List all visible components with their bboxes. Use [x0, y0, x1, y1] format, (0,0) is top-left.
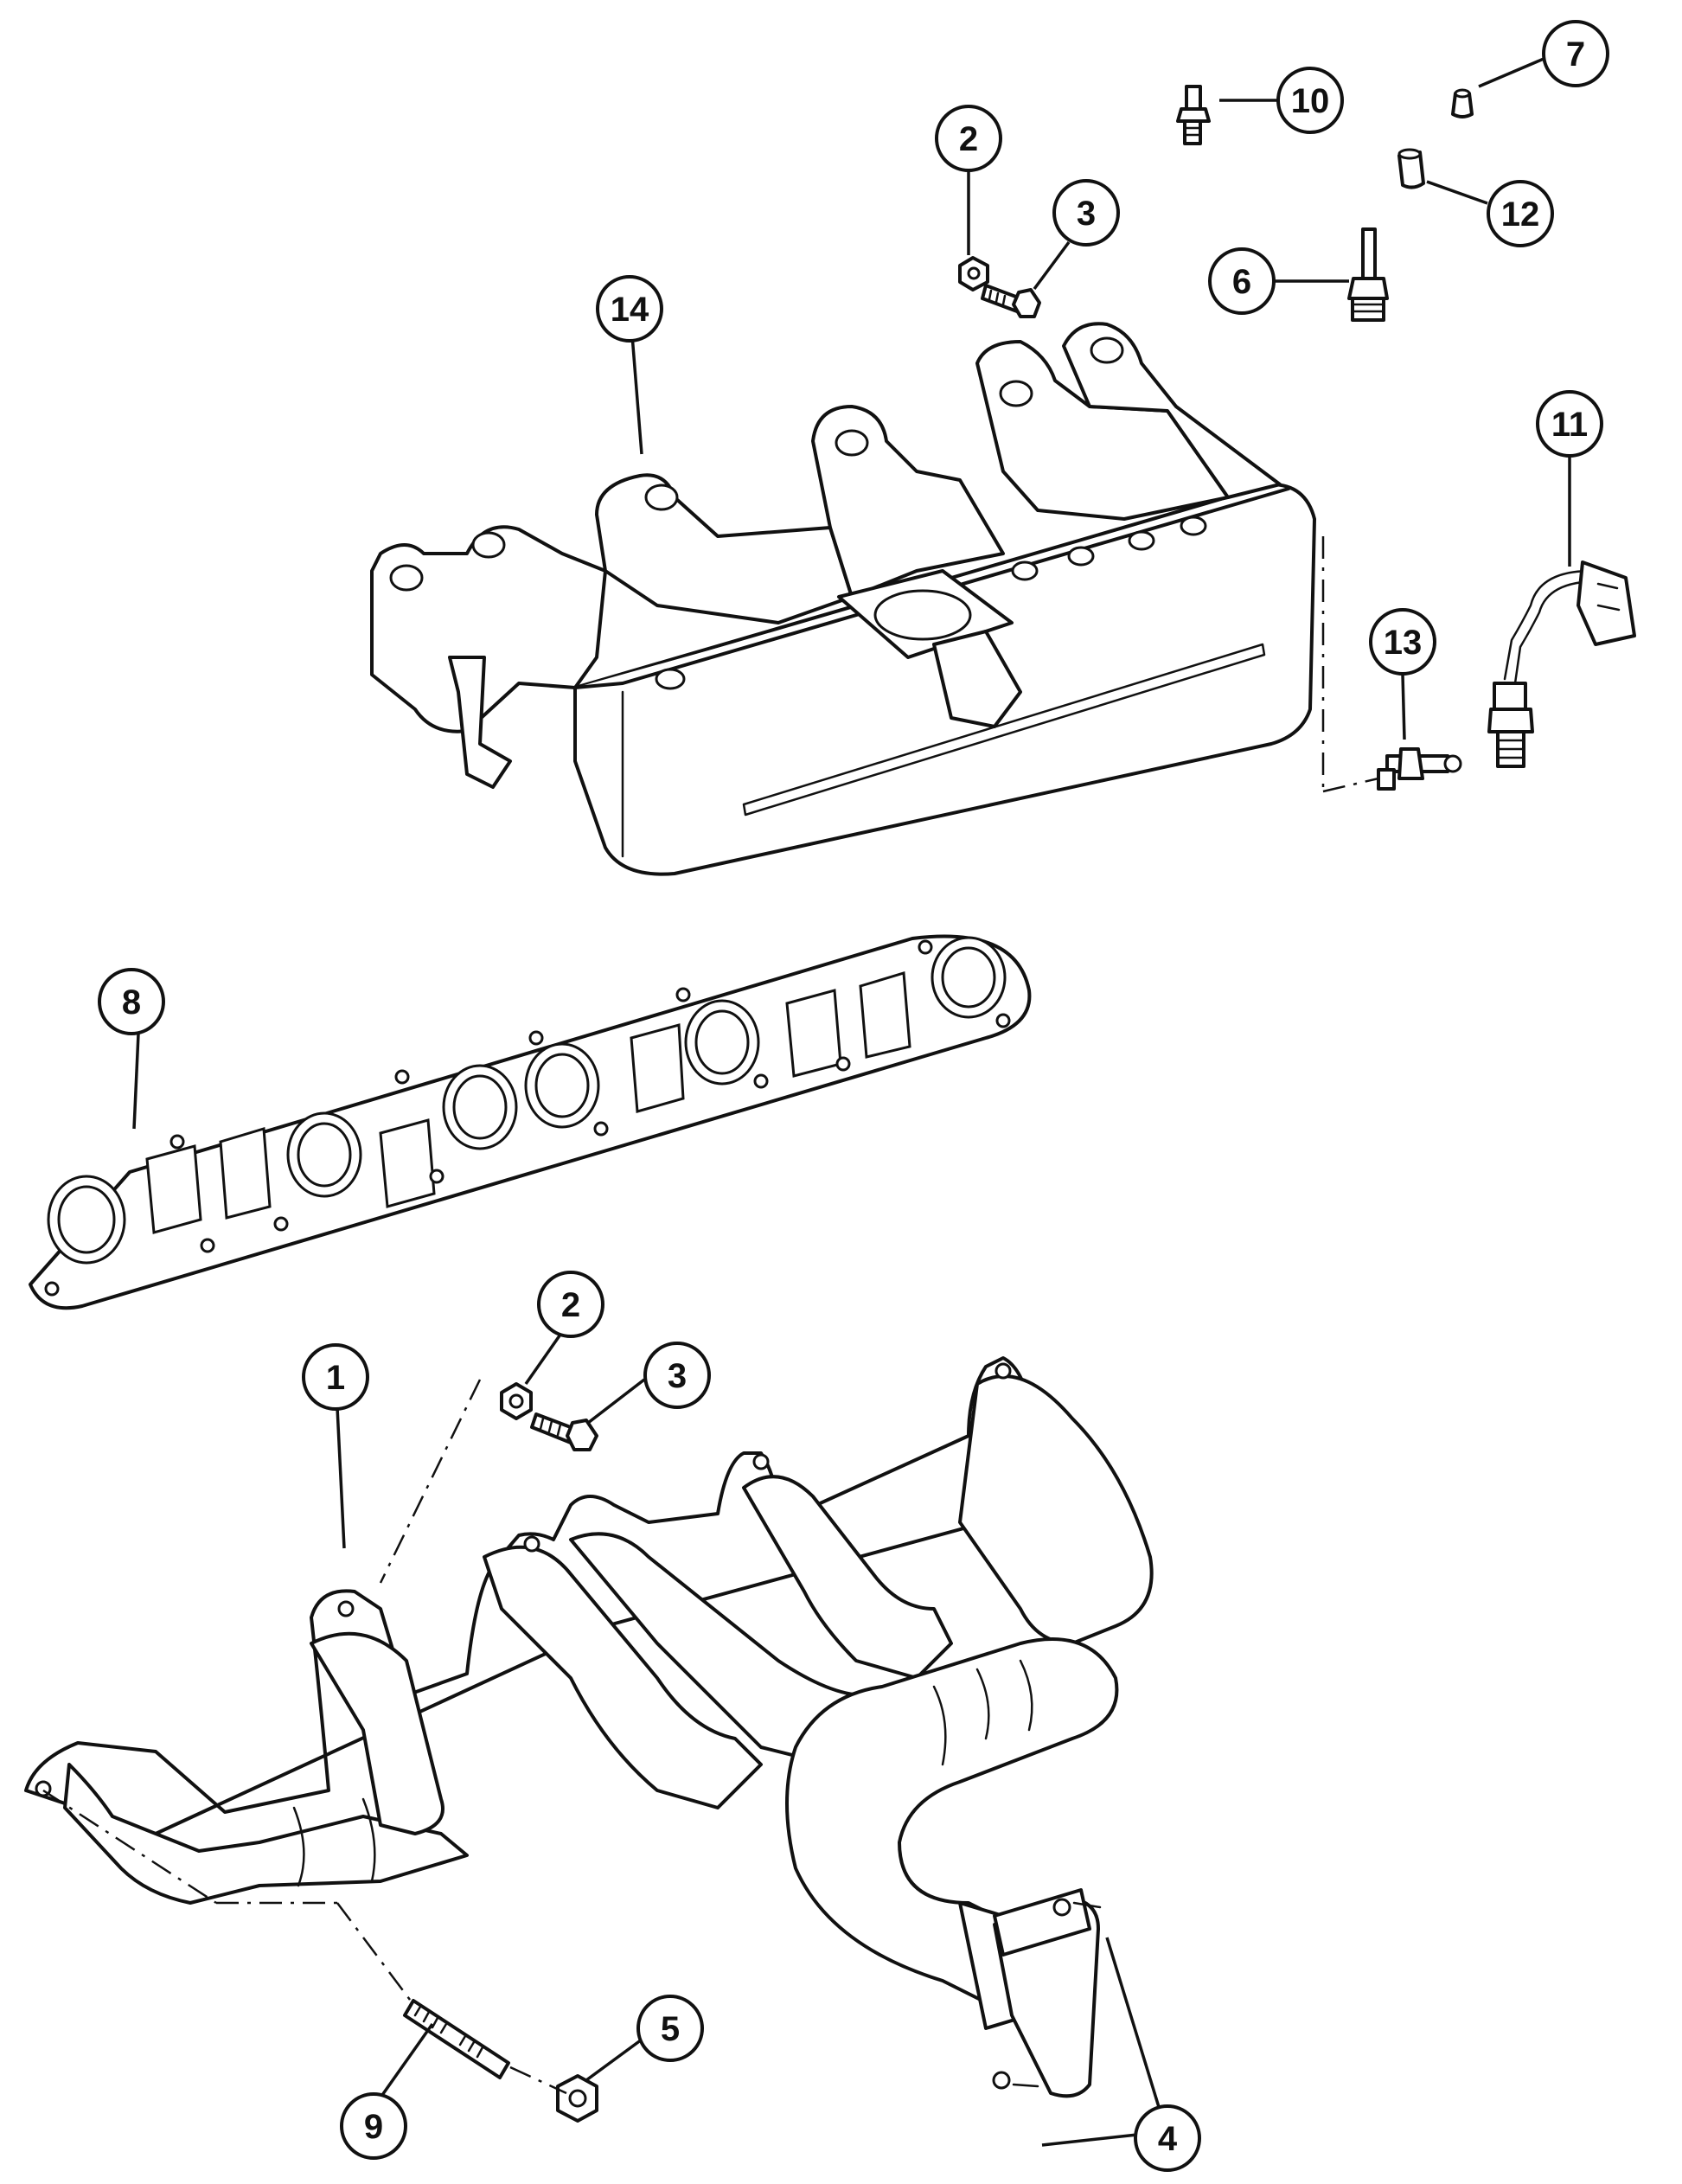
callout-13: 13	[1369, 608, 1436, 676]
callout-5: 5	[636, 1995, 704, 2062]
callout-12: 12	[1487, 180, 1554, 247]
callout-9: 9	[340, 2092, 407, 2160]
exhaust-manifold-part-1	[24, 1356, 1154, 2098]
callout-4-label: 4	[1158, 2120, 1178, 2158]
sensor-part-13	[1377, 747, 1462, 791]
nut-part-2-lower	[500, 1382, 533, 1420]
callout-13-label: 13	[1384, 624, 1423, 662]
leader-lines	[42, 57, 1571, 2147]
callout-14: 14	[596, 275, 663, 343]
callout-2-upper-label: 2	[959, 120, 978, 158]
oxygen-sensor-part-11	[1487, 560, 1636, 768]
bolt-part-3-upper	[981, 284, 1041, 318]
callout-2-lower-label: 2	[561, 1286, 580, 1324]
callout-10: 10	[1276, 67, 1344, 134]
callout-12-label: 12	[1501, 195, 1540, 234]
cap-part-12	[1397, 148, 1425, 189]
callout-1: 1	[302, 1343, 369, 1411]
callout-11-label: 11	[1551, 406, 1588, 444]
cap-part-7	[1451, 88, 1474, 118]
nut-part-2-upper	[958, 256, 989, 291]
callout-9-label: 9	[364, 2108, 383, 2146]
callout-3-upper: 3	[1052, 179, 1120, 247]
callout-5-label: 5	[661, 2010, 680, 2048]
callout-4: 4	[1134, 2104, 1201, 2172]
callout-8-label: 8	[122, 983, 141, 1022]
callout-8: 8	[98, 968, 165, 1035]
callout-2-upper: 2	[935, 105, 1002, 172]
callout-6: 6	[1208, 247, 1276, 315]
sensor-part-6	[1347, 227, 1389, 322]
callout-6-label: 6	[1232, 263, 1251, 301]
callout-11: 11	[1536, 390, 1603, 458]
callout-3-upper-label: 3	[1077, 195, 1096, 233]
callout-2-lower: 2	[537, 1271, 604, 1338]
callout-10-label: 10	[1291, 82, 1330, 120]
sensor-part-10	[1176, 85, 1211, 145]
bolt-part-3-lower	[530, 1412, 598, 1451]
callout-3-lower: 3	[643, 1342, 711, 1409]
intake-manifold-part-14	[370, 322, 1316, 876]
callout-14-label: 14	[611, 291, 649, 329]
callout-1-label: 1	[326, 1359, 345, 1397]
callout-3-lower-label: 3	[668, 1357, 687, 1395]
nut-part-5	[556, 2074, 598, 2123]
callout-7-label: 7	[1566, 35, 1585, 74]
gasket-part-8	[29, 934, 1032, 1310]
callout-7: 7	[1542, 20, 1609, 87]
stud-part-9	[403, 1999, 510, 2079]
